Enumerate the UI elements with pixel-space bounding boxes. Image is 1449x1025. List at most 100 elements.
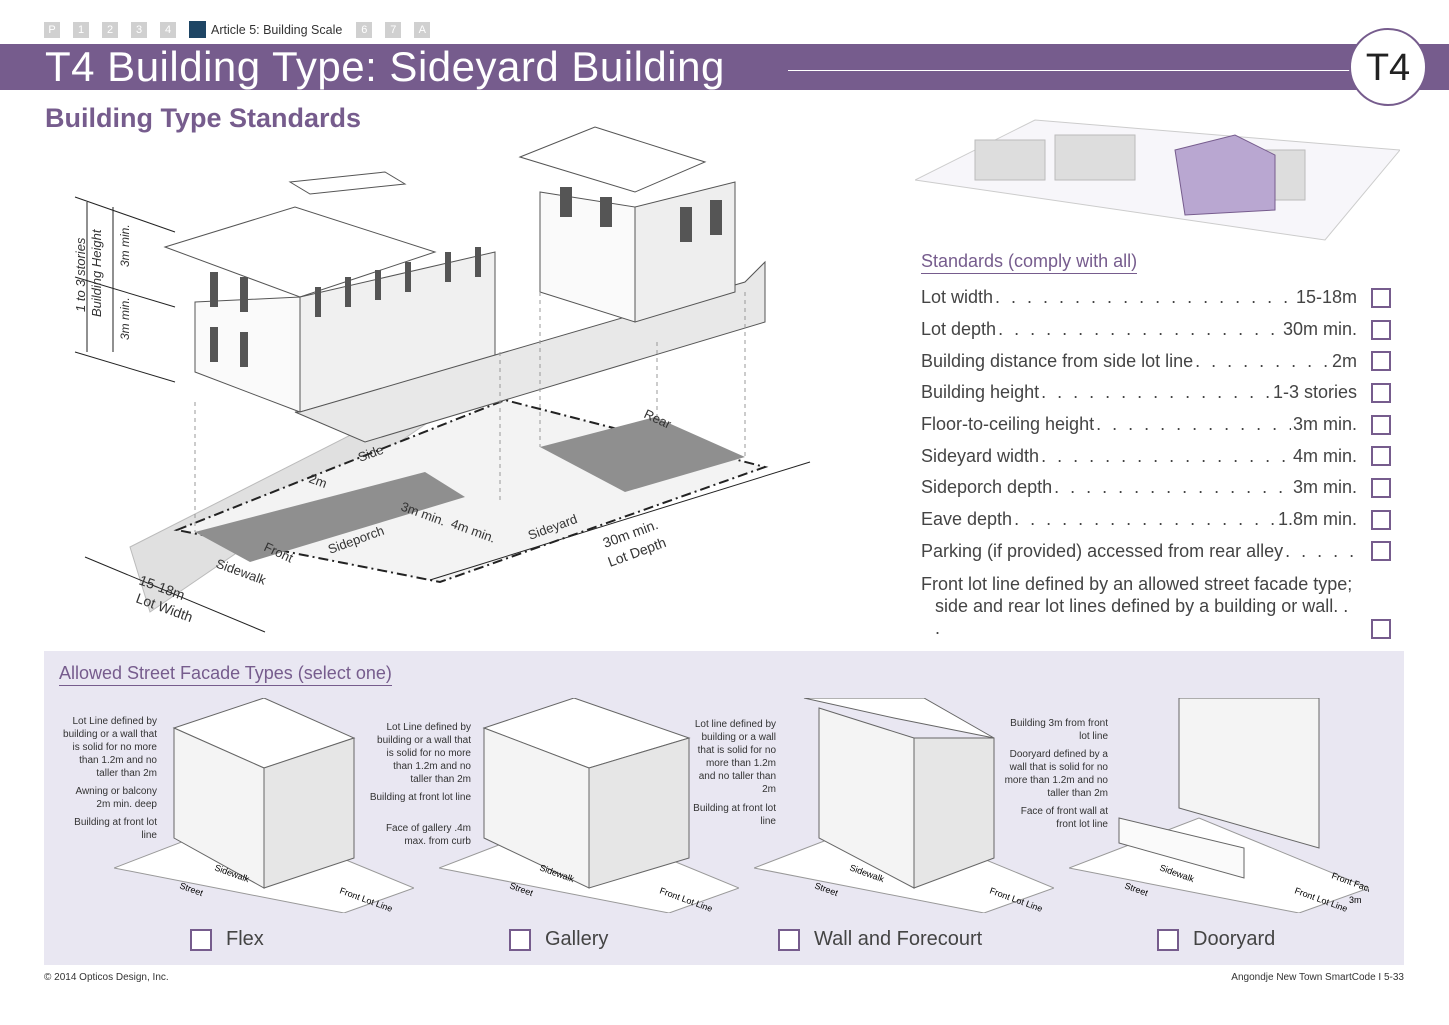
nav-current-label[interactable]: Article 5: Building Scale [211, 22, 343, 37]
dooryard-facade-illustration: Sidewalk Street Front Lot Line Front Fac… [1069, 698, 1369, 913]
facade-note: Face of gallery .4m max. from curb [385, 823, 471, 847]
standard-checkbox[interactable] [1371, 477, 1391, 498]
facade-note: Dooryard defined by a wall that is solid… [1004, 749, 1108, 799]
gallery-facade-illustration: Sidewalk Street Front Lot Line [439, 698, 739, 913]
setback-label: 2m [307, 471, 329, 491]
facade-note: Lot Line defined by building or a wall t… [63, 716, 157, 779]
facade-option-wall-and-forecourt[interactable]: Wall and Forecourt [778, 928, 982, 951]
standard-label: Floor-to-ceiling height [921, 414, 1095, 435]
dooryard-label: Dooryard [1193, 928, 1276, 950]
nav-item-a[interactable]: A [414, 21, 431, 38]
flex-label: Flex [226, 928, 264, 950]
standard-checkbox[interactable] [1371, 414, 1391, 435]
page-title: T4 Building Type: Sideyard Building [45, 43, 725, 90]
rear-building [539, 191, 636, 323]
front-facade-dimension: 3m [1349, 895, 1362, 905]
standard-checkbox[interactable] [1371, 509, 1391, 530]
title-rule [788, 70, 1358, 71]
standard-value: 3m min. [1292, 477, 1357, 498]
standard-value: 15-18m [1295, 287, 1357, 308]
standard-checkbox[interactable] [1371, 351, 1391, 372]
nav-item-6[interactable]: 6 [356, 21, 373, 38]
zone-badge: T4 [1349, 28, 1427, 106]
nav-item-1[interactable]: 1 [73, 21, 89, 38]
facade-types-panel: Allowed Street Facade Types (select one)… [44, 651, 1404, 965]
nav-item-p[interactable]: P [44, 21, 60, 38]
standard-value: 4m min. [1292, 445, 1357, 466]
standard-label: Sideporch depth [921, 477, 1053, 498]
nav-item-3[interactable]: 3 [131, 21, 147, 38]
standard-label: Lot width [921, 287, 994, 308]
facade-option-dooryard[interactable]: Dooryard [1157, 928, 1275, 951]
standard-row: Lot depth 30m min. [921, 314, 1391, 346]
standard-row: Floor-to-ceiling height 3m min. [921, 409, 1391, 441]
page-reference: Angondje New Town SmartCode I 5-33 [1231, 972, 1404, 983]
standard-row: Building height 1-3 stories [921, 377, 1391, 409]
facade-note: Building 3m from front lot line [1010, 718, 1108, 742]
facade-note: Building at front lot line [693, 803, 776, 827]
standard-checkbox[interactable] [1371, 446, 1391, 467]
standard-label: Lot depth [921, 319, 997, 340]
standard-value: 1.8m min. [1277, 509, 1357, 530]
standard-value: 30m min. [1282, 319, 1357, 340]
stories-label: 1 to 3 stories [73, 237, 88, 312]
standard-label: Building height [921, 382, 1040, 403]
facade-note: Building at front lot line [74, 817, 157, 841]
sidewalk-label: Sidewalk [214, 556, 268, 588]
article-nav: P 1 2 3 4 Article 5: Building Scale 6 7 … [44, 21, 443, 38]
copyright: © 2014 Opticos Design, Inc. [44, 972, 169, 983]
gallery-label: Gallery [545, 928, 609, 950]
facade-note: Building at front lot line [369, 792, 471, 803]
facade-note: Lot line defined by building or a wall t… [694, 719, 776, 795]
standard-checkbox[interactable] [1371, 287, 1391, 308]
building-diagram: 1 to 3 stories Building Height 3m min. 3… [73, 126, 811, 633]
standard-label: Eave depth [921, 509, 1013, 530]
standard-value: 3m min. [1292, 414, 1357, 435]
nav-current-marker [189, 21, 206, 38]
flex-facade-illustration: Sidewalk Street Front Lot Line [114, 698, 414, 913]
standard-row: Building distance from side lot line 2m [921, 345, 1391, 377]
standards-list: Lot width 15-18m Lot depth 30m min. Buildi… [921, 282, 1391, 640]
standard-row: Parking (if provided) accessed from rear… [921, 536, 1391, 568]
highlighted-building [1174, 134, 1276, 216]
standard-checkbox[interactable] [1371, 541, 1391, 562]
floor-height-upper: 3m min. [118, 224, 132, 267]
standard-value: 2m [1331, 350, 1357, 371]
standard-checkbox[interactable] [1371, 319, 1391, 340]
gallery-checkbox[interactable] [509, 928, 531, 951]
facade-types-heading: Allowed Street Facade Types (select one) [59, 663, 392, 686]
nav-item-7[interactable]: 7 [385, 21, 402, 38]
standard-row: Front lot line defined by an allowed str… [921, 573, 1391, 640]
standard-value: 1-3 stories [1272, 382, 1357, 403]
wall-forecourt-facade-illustration: Sidewalk Street Front Lot Line [754, 698, 1054, 913]
standard-checkbox[interactable] [1371, 382, 1391, 403]
standard-row: Eave depth 1.8m min. [921, 504, 1391, 536]
standard-row: Lot width 15-18m [921, 282, 1391, 314]
wall-forecourt-label: Wall and Forecourt [814, 928, 983, 950]
standard-label: side and rear lot lines defined by a bui… [935, 596, 1349, 639]
standard-row: Sideyard width 4m min. [921, 440, 1391, 472]
title-bar [0, 44, 1449, 90]
standard-label: Parking (if provided) accessed from rear… [921, 540, 1284, 561]
standards-heading: Standards (comply with all) [921, 251, 1138, 274]
standard-checkbox[interactable] [1371, 619, 1391, 640]
standard-label: Front lot line defined by an allowed str… [921, 574, 1353, 595]
facade-note: Face of front wall at front lot line [1020, 806, 1108, 830]
standard-label: Building distance from side lot line [921, 350, 1194, 371]
rear-footprint [540, 417, 745, 492]
flex-checkbox[interactable] [190, 928, 212, 951]
section-title: Building Type Standards [45, 103, 362, 133]
standard-label: Sideyard width [921, 445, 1040, 466]
facade-note: Awning or balcony 2m min. deep [75, 786, 157, 810]
floor-height-lower: 3m min. [118, 297, 132, 340]
facade-option-gallery[interactable]: Gallery [509, 928, 608, 951]
facade-option-flex[interactable]: Flex [190, 928, 264, 951]
nav-item-2[interactable]: 2 [102, 21, 118, 38]
aerial-view-image [915, 119, 1400, 241]
dooryard-checkbox[interactable] [1157, 928, 1179, 951]
nav-item-4[interactable]: 4 [160, 21, 176, 38]
facade-note: Lot Line defined by building or a wall t… [377, 722, 471, 785]
wall-forecourt-checkbox[interactable] [778, 928, 800, 951]
building-footprint [195, 472, 465, 562]
standard-row: Sideporch depth 3m min. [921, 472, 1391, 504]
